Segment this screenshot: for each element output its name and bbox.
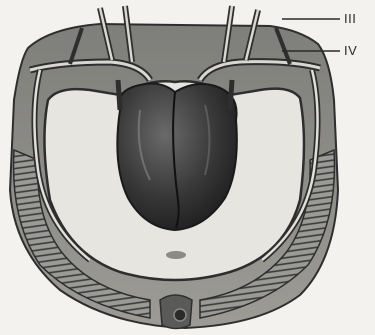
label-iii: III bbox=[344, 11, 356, 26]
vessel-stub-left bbox=[118, 80, 120, 110]
lower-opening bbox=[174, 309, 186, 321]
vessel-stub-right bbox=[230, 80, 232, 110]
lower-mark bbox=[166, 251, 186, 259]
label-iv: IV bbox=[344, 43, 357, 58]
